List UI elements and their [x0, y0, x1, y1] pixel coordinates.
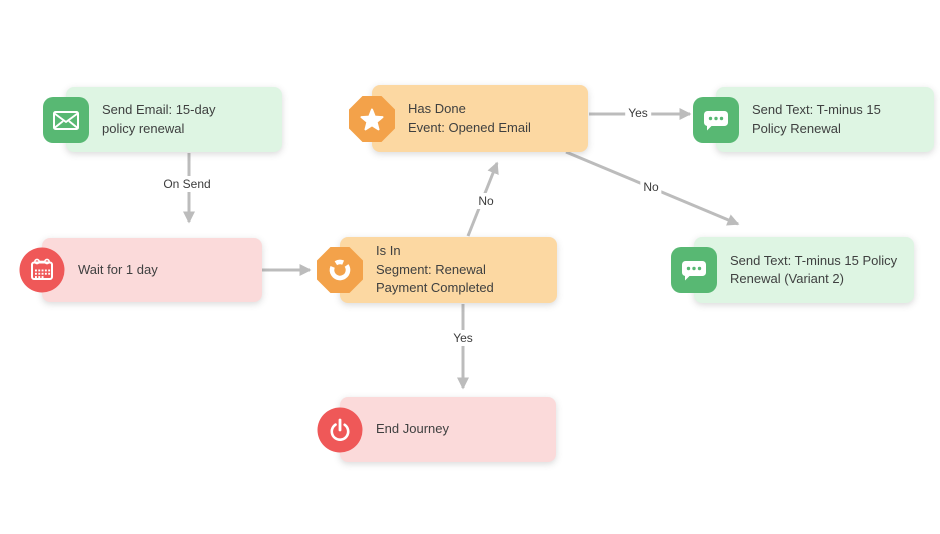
edge-label-on-send: On Send	[160, 176, 214, 192]
node-label: Send Text: T-minus 15 Policy Renewal (Va…	[730, 252, 898, 286]
power-icon	[317, 407, 363, 453]
node-send-text-2[interactable]: Send Text: T-minus 15 Policy Renewal (Va…	[671, 237, 914, 303]
node-label: Is In Segment: Renewal Payment Completed	[376, 243, 494, 296]
envelope-icon	[43, 96, 89, 143]
node-label: Send Text: T-minus 15 Policy Renewal	[752, 102, 881, 136]
node-label: Has Done Event: Opened Email	[408, 101, 531, 135]
chat-icon	[693, 96, 739, 143]
edge-label-no-to-has-done: No	[475, 193, 497, 209]
node-send-email[interactable]: Send Email: 15-day policy renewal	[43, 87, 282, 152]
edge-label-yes-to-send-text-1: Yes	[625, 105, 651, 121]
chat-icon	[671, 247, 717, 293]
star-icon	[349, 95, 395, 142]
node-send-text-1[interactable]: Send Text: T-minus 15 Policy Renewal	[693, 87, 934, 152]
node-is-in-segment[interactable]: Is In Segment: Renewal Payment Completed	[317, 237, 557, 303]
node-end-journey[interactable]: End Journey	[317, 397, 556, 462]
node-label: Wait for 1 day	[78, 261, 158, 277]
node-label: Send Email: 15-day policy renewal	[102, 102, 216, 136]
node-wait-1-day[interactable]: Wait for 1 day	[19, 238, 262, 302]
edge-label-yes-to-end-journey: Yes	[450, 330, 476, 346]
calendar-icon	[19, 247, 65, 293]
edge-label-no-to-send-text-2: No	[640, 179, 662, 195]
node-label: End Journey	[376, 421, 449, 437]
node-has-done[interactable]: Has Done Event: Opened Email	[349, 85, 588, 152]
segment-icon	[317, 247, 363, 293]
